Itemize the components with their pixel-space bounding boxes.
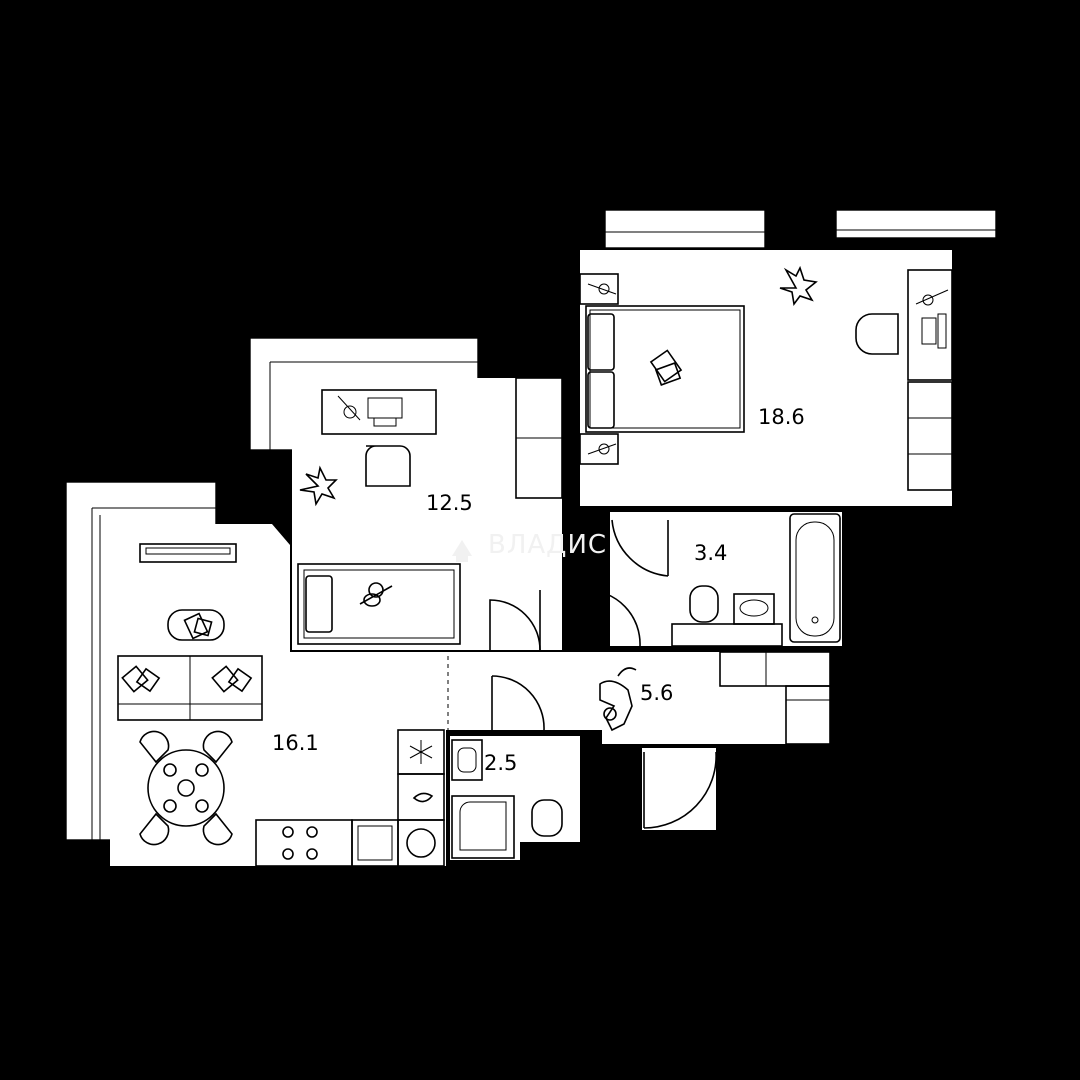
toilet-bath bbox=[689, 585, 719, 623]
book-icon bbox=[649, 349, 683, 386]
small-bedroom-floor bbox=[292, 378, 562, 650]
floors bbox=[110, 250, 952, 866]
lamp-icon bbox=[337, 395, 361, 421]
living-furniture bbox=[117, 543, 445, 867]
toilet-small bbox=[531, 799, 563, 837]
desk-master bbox=[907, 269, 953, 381]
stove bbox=[282, 826, 318, 860]
doors bbox=[447, 519, 717, 829]
coffee-table bbox=[167, 609, 225, 641]
hall-wardrobe bbox=[785, 685, 831, 745]
watermark-text: ВЛАДИС bbox=[488, 530, 607, 560]
master-bedroom-furniture bbox=[579, 265, 953, 491]
hallway-floor bbox=[446, 652, 830, 744]
laptop-icon bbox=[367, 397, 403, 427]
door-entrance bbox=[643, 751, 717, 829]
area-small-bedroom: 12.5 bbox=[426, 491, 473, 515]
small-bedroom-furniture bbox=[297, 377, 563, 645]
window-top-left bbox=[604, 209, 766, 249]
hallway-furniture bbox=[599, 651, 831, 745]
chair-small bbox=[365, 445, 411, 487]
chair-master bbox=[855, 313, 899, 355]
bath-sink bbox=[733, 593, 775, 625]
book-icon bbox=[183, 612, 213, 640]
wardrobe-master bbox=[907, 381, 953, 491]
pillow-icon bbox=[121, 665, 253, 693]
shower bbox=[451, 795, 515, 859]
plant-icon bbox=[299, 465, 338, 507]
area-hallway: 5.6 bbox=[640, 681, 673, 705]
teddy-bear-icon bbox=[359, 582, 393, 607]
area-bathroom: 3.4 bbox=[694, 541, 727, 565]
dining-table bbox=[139, 730, 233, 846]
area-living-kitchen: 16.1 bbox=[272, 731, 319, 755]
area-master-bedroom: 18.6 bbox=[758, 405, 805, 429]
master-bedroom-floor bbox=[580, 250, 952, 506]
door-master-bedroom bbox=[585, 589, 641, 650]
lamp-icon bbox=[915, 289, 949, 306]
lamp-icon bbox=[587, 283, 617, 455]
door-bathroom bbox=[611, 519, 669, 577]
single-bed bbox=[297, 563, 461, 645]
cat-icon bbox=[599, 667, 637, 732]
entrance-door-zone bbox=[642, 748, 716, 830]
window-top-right bbox=[835, 209, 997, 239]
area-toilet: 2.5 bbox=[484, 751, 517, 775]
bathroom-door-zone bbox=[610, 512, 670, 646]
nightstand-bottom bbox=[579, 433, 619, 465]
nightstand-top bbox=[579, 273, 619, 305]
double-bed bbox=[585, 305, 745, 433]
watermark: ВЛАДИС bbox=[452, 530, 607, 562]
bathroom-fixtures bbox=[671, 513, 841, 647]
door-toilet bbox=[491, 675, 545, 731]
dishwasher bbox=[397, 773, 445, 821]
bathroom-floor bbox=[670, 512, 842, 646]
snowflake-icon bbox=[409, 740, 433, 764]
room-labels: 18.6 12.5 3.4 5.6 16.1 2.5 bbox=[272, 405, 805, 775]
bath-shelf bbox=[671, 623, 783, 647]
plant-icon bbox=[779, 265, 818, 306]
door-small-bedroom bbox=[489, 599, 541, 651]
toilet-fixtures bbox=[451, 739, 563, 859]
toilet-floor bbox=[450, 736, 580, 860]
laptop-icon bbox=[921, 313, 947, 349]
tv-stand bbox=[139, 543, 237, 563]
bathtub bbox=[789, 513, 841, 643]
small-sink bbox=[451, 739, 483, 781]
desk-small bbox=[321, 389, 437, 435]
